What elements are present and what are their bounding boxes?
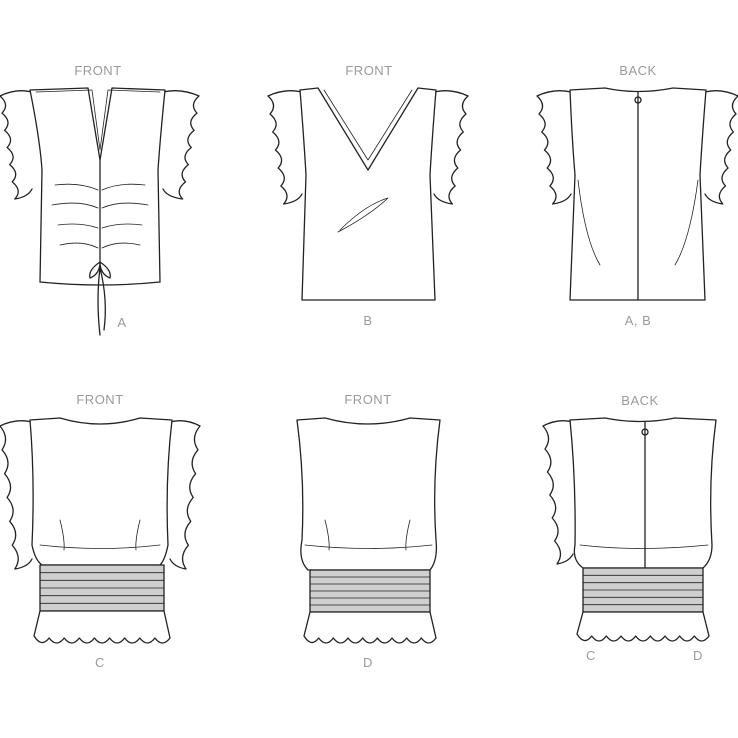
- variant-label: A: [117, 315, 126, 330]
- ruffle-sleeve: [542, 420, 574, 565]
- ruffle-peplum: [576, 611, 710, 642]
- view-heading: FRONT: [74, 63, 121, 78]
- variant-label: C: [95, 655, 105, 670]
- view-heading: FRONT: [345, 63, 392, 78]
- ruffle-sleeve: [162, 90, 200, 200]
- ruffle-sleeve: [536, 90, 572, 205]
- variant-label: B: [363, 313, 372, 328]
- view-heading: FRONT: [76, 392, 123, 407]
- ruffle-sleeve: [0, 90, 33, 200]
- garment-a-front: [0, 87, 200, 336]
- ruffle-sleeve: [267, 90, 303, 205]
- ruffle-sleeve: [704, 90, 738, 205]
- garment-cd-back: [542, 417, 717, 642]
- variant-label: C: [586, 648, 596, 663]
- garment-d-front: [296, 417, 441, 644]
- variant-label: A, B: [625, 313, 652, 328]
- view-heading: BACK: [619, 63, 656, 78]
- ruffle-sleeve: [433, 90, 469, 205]
- ruffle-sleeve: [0, 420, 33, 570]
- view-heading: BACK: [621, 393, 658, 408]
- garment-c-front: [0, 417, 201, 644]
- variant-label: D: [693, 648, 703, 663]
- garment-b-front: [267, 87, 469, 301]
- ruffle-peplum: [303, 611, 437, 644]
- garment-ab-back: [536, 87, 738, 301]
- ruffle-sleeve: [169, 420, 201, 570]
- variant-label: D: [363, 655, 373, 670]
- ruffle-peplum: [33, 610, 171, 644]
- view-heading: FRONT: [344, 392, 391, 407]
